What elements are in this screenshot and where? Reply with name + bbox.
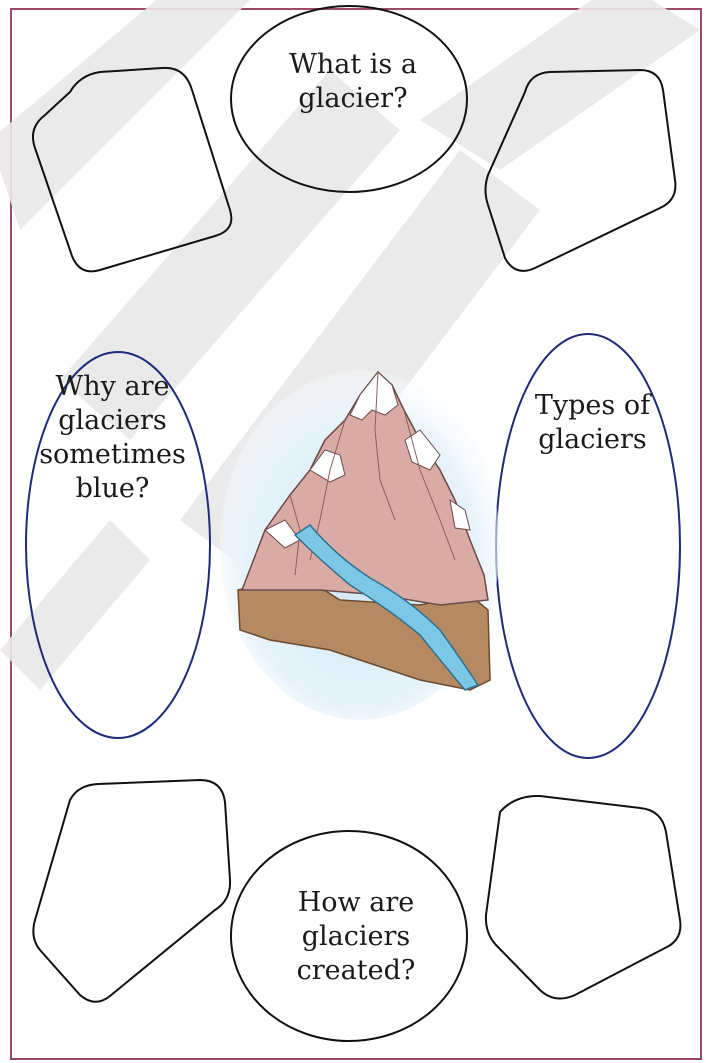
glacier-mountain-illustration — [220, 370, 500, 720]
bottom-left-box — [33, 780, 230, 1002]
right-bubble-label: Types of glaciers — [500, 389, 685, 457]
bottom-bubble-label: How are glaciers created? — [258, 886, 454, 988]
top-bubble-label: What is a glacier? — [0, 48, 706, 116]
left-bubble-label: Why are glaciers sometimes blue? — [20, 370, 205, 506]
bottom-right-box — [486, 796, 681, 999]
